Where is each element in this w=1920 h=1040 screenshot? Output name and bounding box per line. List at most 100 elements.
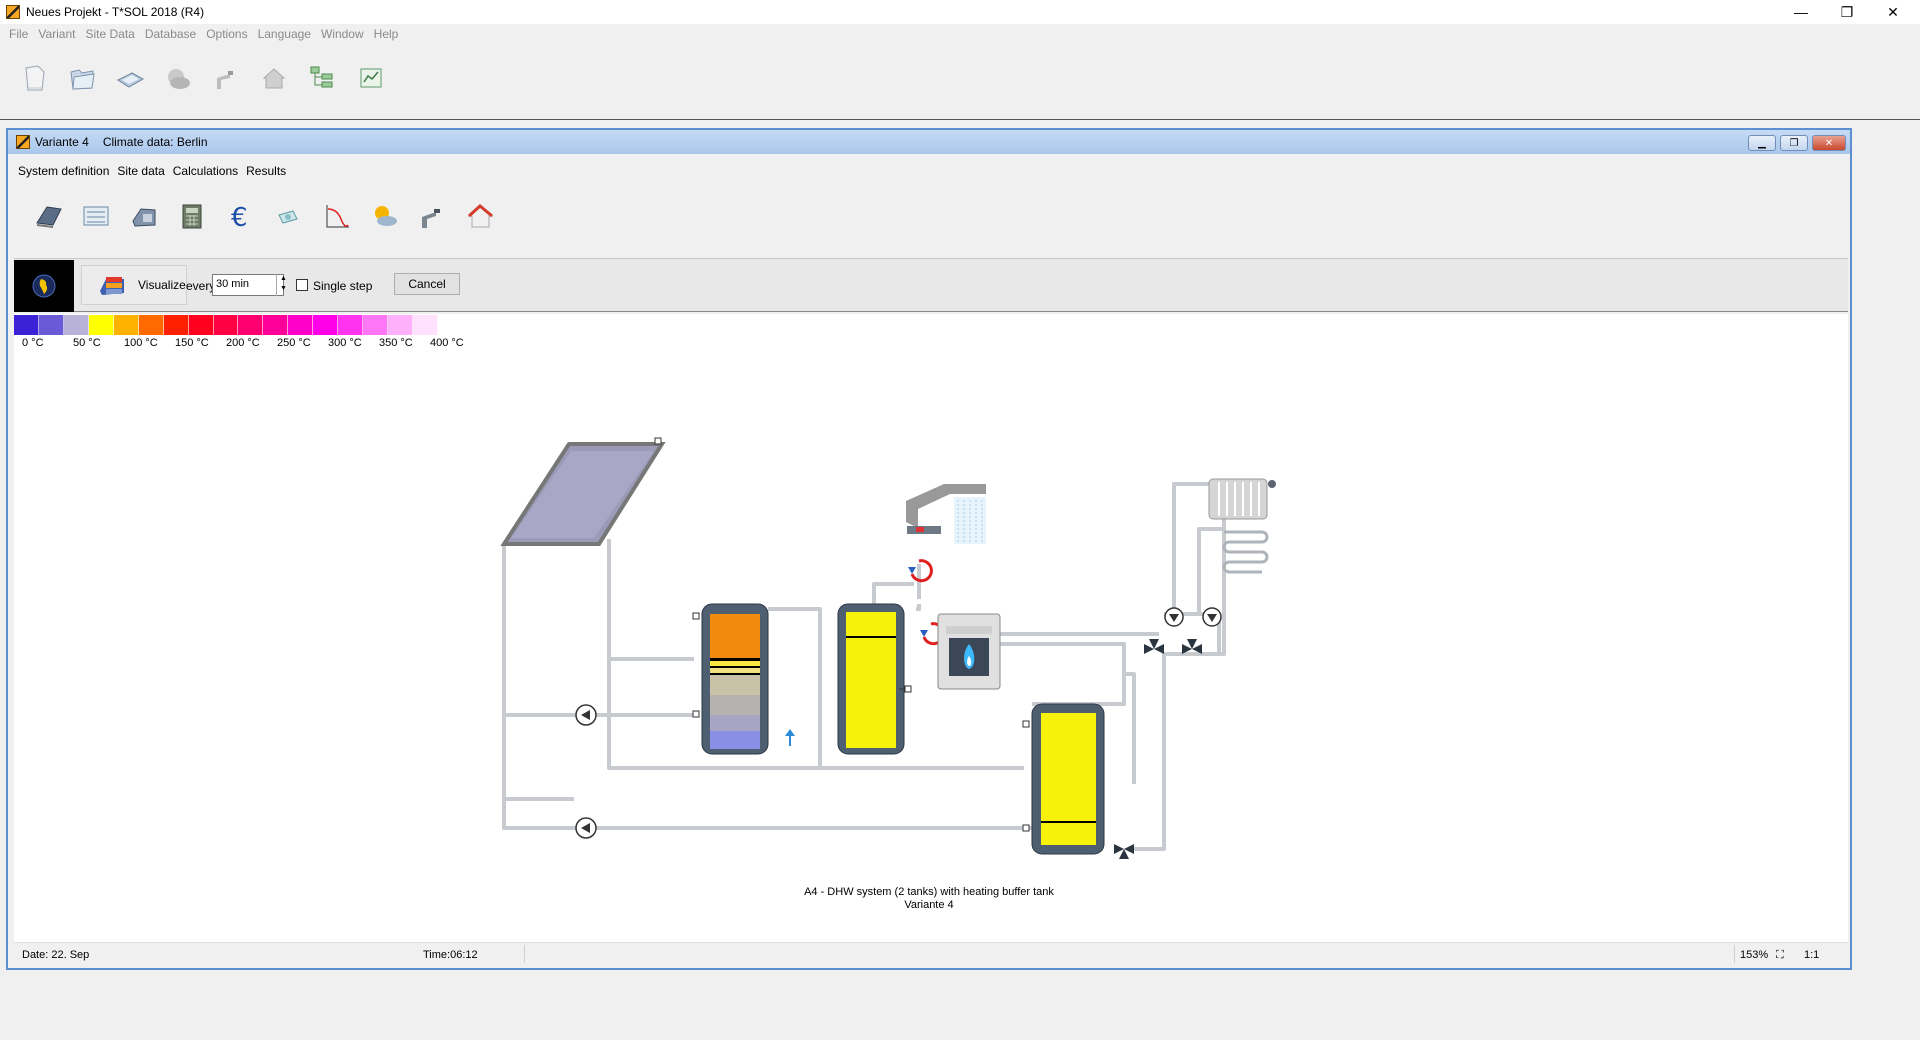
main-toolbar (18, 62, 386, 94)
faucet-icon[interactable] (210, 62, 242, 94)
scale-color-band (238, 315, 264, 335)
system-config-icon[interactable] (80, 200, 112, 232)
mixing-valve-buffer (1114, 844, 1134, 859)
variant-minimize-button[interactable]: ▁ (1748, 135, 1776, 151)
scale-label: 150 °C (175, 337, 209, 349)
status-time: Time:06:12 (423, 949, 478, 961)
report-icon[interactable] (354, 62, 386, 94)
system-tree-icon[interactable] (306, 62, 338, 94)
scale-color-band (63, 315, 89, 335)
pipe-network (502, 482, 1226, 851)
menu-window[interactable]: Window (320, 27, 364, 41)
scale-label: 100 °C (124, 337, 158, 349)
circulation-icon-upper (908, 559, 933, 583)
temperature-color-scale (14, 315, 438, 335)
interval-input[interactable]: 30 min (212, 274, 284, 296)
scale-color-band (413, 315, 438, 335)
climate-cloud-icon[interactable] (162, 62, 194, 94)
status-divider (524, 945, 525, 963)
menu-site-data[interactable]: Site Data (85, 27, 135, 41)
pump-icon-upper (575, 704, 597, 726)
new-file-icon[interactable] (18, 62, 50, 94)
scale-label: 300 °C (328, 337, 362, 349)
app-logo-icon (6, 5, 20, 19)
minimize-button[interactable]: — (1794, 4, 1808, 20)
scale-color-band (338, 315, 364, 335)
variant-window-title-bar: Variante 4 Climate data: Berlin ▁ ❐ ✕ (8, 130, 1850, 154)
faucet-icon-child[interactable] (416, 200, 448, 232)
svg-text:€: € (231, 203, 248, 231)
menu-variant[interactable]: Variant (38, 27, 76, 41)
collector-icon[interactable] (32, 200, 64, 232)
boiler-icon (937, 613, 1001, 690)
pump-icon-lower (575, 817, 597, 839)
solar-storage-tank (692, 603, 795, 755)
scale-color-band (38, 315, 64, 335)
fit-to-window-icon[interactable]: ⛶ (1776, 949, 1784, 961)
scale-color-band (138, 315, 164, 335)
interval-spinner[interactable]: ▲▼ (276, 274, 290, 296)
zoom-level: 153% (1740, 949, 1769, 961)
scale-label: 0 °C (22, 337, 44, 349)
scale-label: 400 °C (430, 337, 464, 349)
mixing-valve-right (1182, 639, 1202, 654)
menu-options[interactable]: Options (206, 27, 248, 41)
house-icon[interactable] (258, 62, 290, 94)
menu-system-definition[interactable]: System definition (18, 164, 110, 178)
menu-file[interactable]: File (9, 27, 29, 41)
visualize-toolbar: Visualize every 30 min ▲▼ Single step Ca… (14, 258, 1848, 312)
maximize-button[interactable]: ❐ (1840, 3, 1854, 20)
variant-title: Variante 4 (35, 135, 89, 149)
menu-help[interactable]: Help (373, 27, 399, 41)
mixing-valve-left (1144, 639, 1164, 654)
scale-color-band (113, 315, 139, 335)
variant-close-button[interactable]: ✕ (1812, 135, 1846, 151)
site-data-icon[interactable] (114, 62, 146, 94)
variant-toolbar: € (32, 200, 496, 232)
app-title: Neues Projekt - T*SOL 2018 (R4) (26, 5, 205, 19)
single-step-label: Single step (313, 279, 373, 293)
curve-chart-icon[interactable] (320, 200, 352, 232)
cancel-button[interactable]: Cancel (394, 273, 460, 295)
scale-label: 250 °C (277, 337, 311, 349)
house-icon-child[interactable] (464, 200, 496, 232)
scale-color-band (14, 315, 39, 335)
globe-icon (14, 260, 74, 312)
single-step-checkbox[interactable] (296, 279, 308, 291)
scale-color-band (363, 315, 389, 335)
climate-title: Climate data: Berlin (102, 135, 208, 149)
status-divider-right (1734, 945, 1735, 963)
heating-pump-right (1202, 607, 1222, 627)
close-button[interactable]: ✕ (1887, 3, 1899, 20)
menu-results[interactable]: Results (246, 164, 287, 178)
euro-icon[interactable]: € (224, 200, 256, 232)
money-icon[interactable] (272, 200, 304, 232)
variant-name: Variante 4 (904, 899, 954, 911)
variant-restore-button[interactable]: ❐ (1780, 135, 1808, 151)
scale-color-band (88, 315, 114, 335)
menu-calculations[interactable]: Calculations (172, 164, 239, 178)
menu-site-data-child[interactable]: Site data (117, 164, 165, 178)
hydraulic-diagram (500, 437, 1276, 859)
solar-collector-icon (500, 437, 666, 546)
app-title-bar: Neues Projekt - T*SOL 2018 (R4) — ❐ ✕ (0, 0, 1920, 24)
scale-color-band (163, 315, 189, 335)
radiator-icon (1208, 478, 1276, 520)
calculator-icon[interactable] (176, 200, 208, 232)
storage-icon[interactable] (128, 200, 160, 232)
menu-language[interactable]: Language (257, 27, 311, 41)
scale-label: 350 °C (379, 337, 413, 349)
menu-database[interactable]: Database (144, 27, 197, 41)
scale-label: 200 °C (226, 337, 260, 349)
visualize-label: Visualize (138, 278, 186, 292)
actual-size-button[interactable]: 1:1 (1804, 949, 1820, 961)
main-menu-bar: File Variant Site Data Database Options … (0, 24, 403, 44)
visualize-button[interactable]: Visualize (81, 265, 187, 305)
open-folder-icon[interactable] (66, 62, 98, 94)
status-date: Date: 22. Sep (22, 949, 90, 961)
variant-logo-icon (16, 135, 30, 149)
weather-icon[interactable] (368, 200, 400, 232)
scale-color-band (188, 315, 214, 335)
